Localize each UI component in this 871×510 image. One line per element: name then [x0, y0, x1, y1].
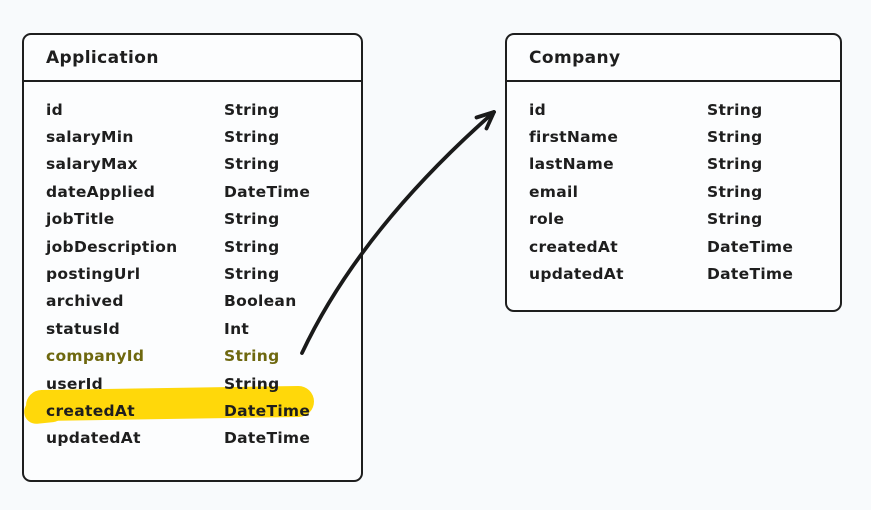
field-type: String [224, 347, 280, 366]
field-name: jobTitle [46, 210, 115, 229]
entity-company-fields: id String firstName String lastName Stri… [507, 82, 840, 288]
field-name: dateApplied [46, 182, 156, 201]
field-row: archived Boolean [46, 288, 361, 315]
field-name: updatedAt [529, 265, 624, 284]
entity-company-title: Company [529, 47, 621, 68]
field-row: dateApplied DateTime [46, 178, 361, 205]
field-type: String [224, 155, 280, 174]
field-type: DateTime [224, 182, 311, 201]
field-row: updatedAt DateTime [46, 425, 361, 452]
entity-application-title: Application [46, 47, 159, 68]
field-type: String [707, 182, 763, 201]
field-type: String [707, 210, 763, 229]
entity-application: Application id String salaryMin String s… [22, 33, 363, 482]
field-row-highlighted: companyId String [46, 343, 361, 370]
field-type: String [224, 237, 280, 256]
field-row: id String [46, 96, 361, 123]
field-row: createdAt DateTime [529, 233, 840, 260]
field-row: id String [529, 96, 840, 123]
field-name: companyId [46, 347, 145, 366]
field-type: DateTime [224, 429, 311, 448]
field-type: String [224, 374, 280, 393]
field-row: salaryMin String [46, 123, 361, 150]
field-row: statusId Int [46, 315, 361, 342]
field-name: createdAt [529, 237, 618, 256]
field-type: String [224, 265, 280, 284]
entity-company-header: Company [507, 35, 840, 82]
field-row: email String [529, 178, 840, 205]
field-type: String [707, 100, 763, 119]
field-name: statusId [46, 319, 121, 338]
field-row: lastName String [529, 151, 840, 178]
field-row: jobTitle String [46, 206, 361, 233]
field-type: DateTime [707, 265, 794, 284]
field-name: id [529, 100, 547, 119]
field-type: String [224, 100, 280, 119]
field-row: userId String [46, 370, 361, 397]
field-name: role [529, 210, 565, 229]
field-type: String [224, 128, 280, 147]
field-name: jobDescription [46, 237, 178, 256]
field-type: DateTime [707, 237, 794, 256]
field-row: firstName String [529, 123, 840, 150]
field-name: id [46, 100, 64, 119]
field-name: postingUrl [46, 265, 141, 284]
field-type: Boolean [224, 292, 297, 311]
field-name: createdAt [46, 401, 135, 420]
field-row: postingUrl String [46, 260, 361, 287]
field-row: createdAt DateTime [46, 397, 361, 424]
field-type: String [707, 155, 763, 174]
entity-application-header: Application [24, 35, 361, 82]
field-name: firstName [529, 128, 619, 147]
field-name: email [529, 182, 579, 201]
field-type: String [224, 210, 280, 229]
entity-application-fields: id String salaryMin String salaryMax Str… [24, 82, 361, 452]
field-name: updatedAt [46, 429, 141, 448]
field-name: archived [46, 292, 124, 311]
field-type: String [707, 128, 763, 147]
field-type: Int [224, 319, 250, 338]
field-row: role String [529, 206, 840, 233]
field-row: jobDescription String [46, 233, 361, 260]
field-name: lastName [529, 155, 614, 174]
field-row: updatedAt DateTime [529, 260, 840, 287]
field-row: salaryMax String [46, 151, 361, 178]
field-name: userId [46, 374, 104, 393]
entity-company: Company id String firstName String lastN… [505, 33, 842, 312]
field-name: salaryMin [46, 128, 134, 147]
field-type: DateTime [224, 401, 311, 420]
field-name: salaryMax [46, 155, 138, 174]
